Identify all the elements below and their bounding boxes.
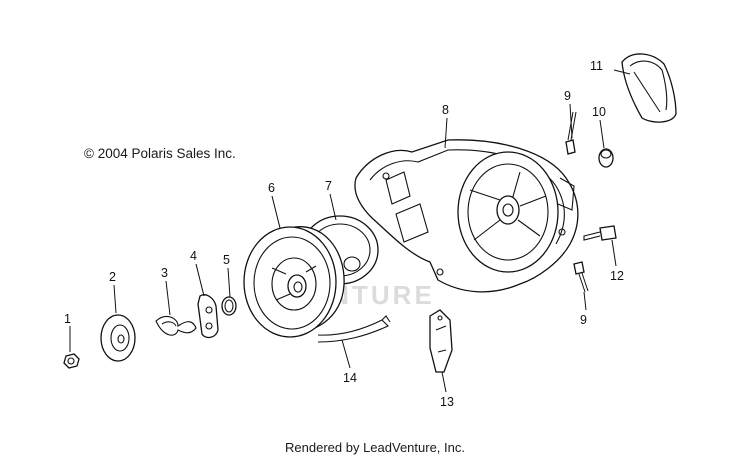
part-ring <box>221 296 237 316</box>
callout-13: 13 <box>440 395 454 409</box>
callout-12: 12 <box>610 269 624 283</box>
callout-6: 6 <box>268 181 275 195</box>
callout-labels: 1 2 3 4 5 6 7 8 9 9 10 11 12 13 14 <box>64 59 624 409</box>
callout-7: 7 <box>325 179 332 193</box>
callout-5: 5 <box>223 253 230 267</box>
footer-credit: Rendered by LeadVenture, Inc. <box>285 440 465 455</box>
part-long-bolt <box>583 225 617 241</box>
part-cover-plate <box>100 314 136 362</box>
copyright-notice: © 2004 Polaris Sales Inc. <box>84 146 236 161</box>
part-bushing <box>598 148 614 168</box>
callout-8: 8 <box>442 103 449 117</box>
callout-3: 3 <box>161 266 168 280</box>
part-handle <box>621 53 677 123</box>
callout-1: 1 <box>64 312 71 326</box>
callout-11: 11 <box>590 59 603 73</box>
part-nut <box>63 353 80 369</box>
part-recoil-housing <box>354 139 579 293</box>
callout-2: 2 <box>109 270 116 284</box>
callout-9-upper: 9 <box>564 89 571 103</box>
part-pawl <box>197 294 219 339</box>
part-rope <box>317 315 391 343</box>
part-bolt-lower <box>573 261 589 293</box>
part-spring-clip <box>155 315 197 336</box>
callout-4: 4 <box>190 249 197 263</box>
callout-9-lower: 9 <box>580 313 587 327</box>
leader-lines <box>69 69 631 393</box>
part-bracket <box>429 309 453 373</box>
part-rope-pulley <box>243 226 345 338</box>
callout-10: 10 <box>592 105 606 119</box>
callout-14: 14 <box>343 371 357 385</box>
